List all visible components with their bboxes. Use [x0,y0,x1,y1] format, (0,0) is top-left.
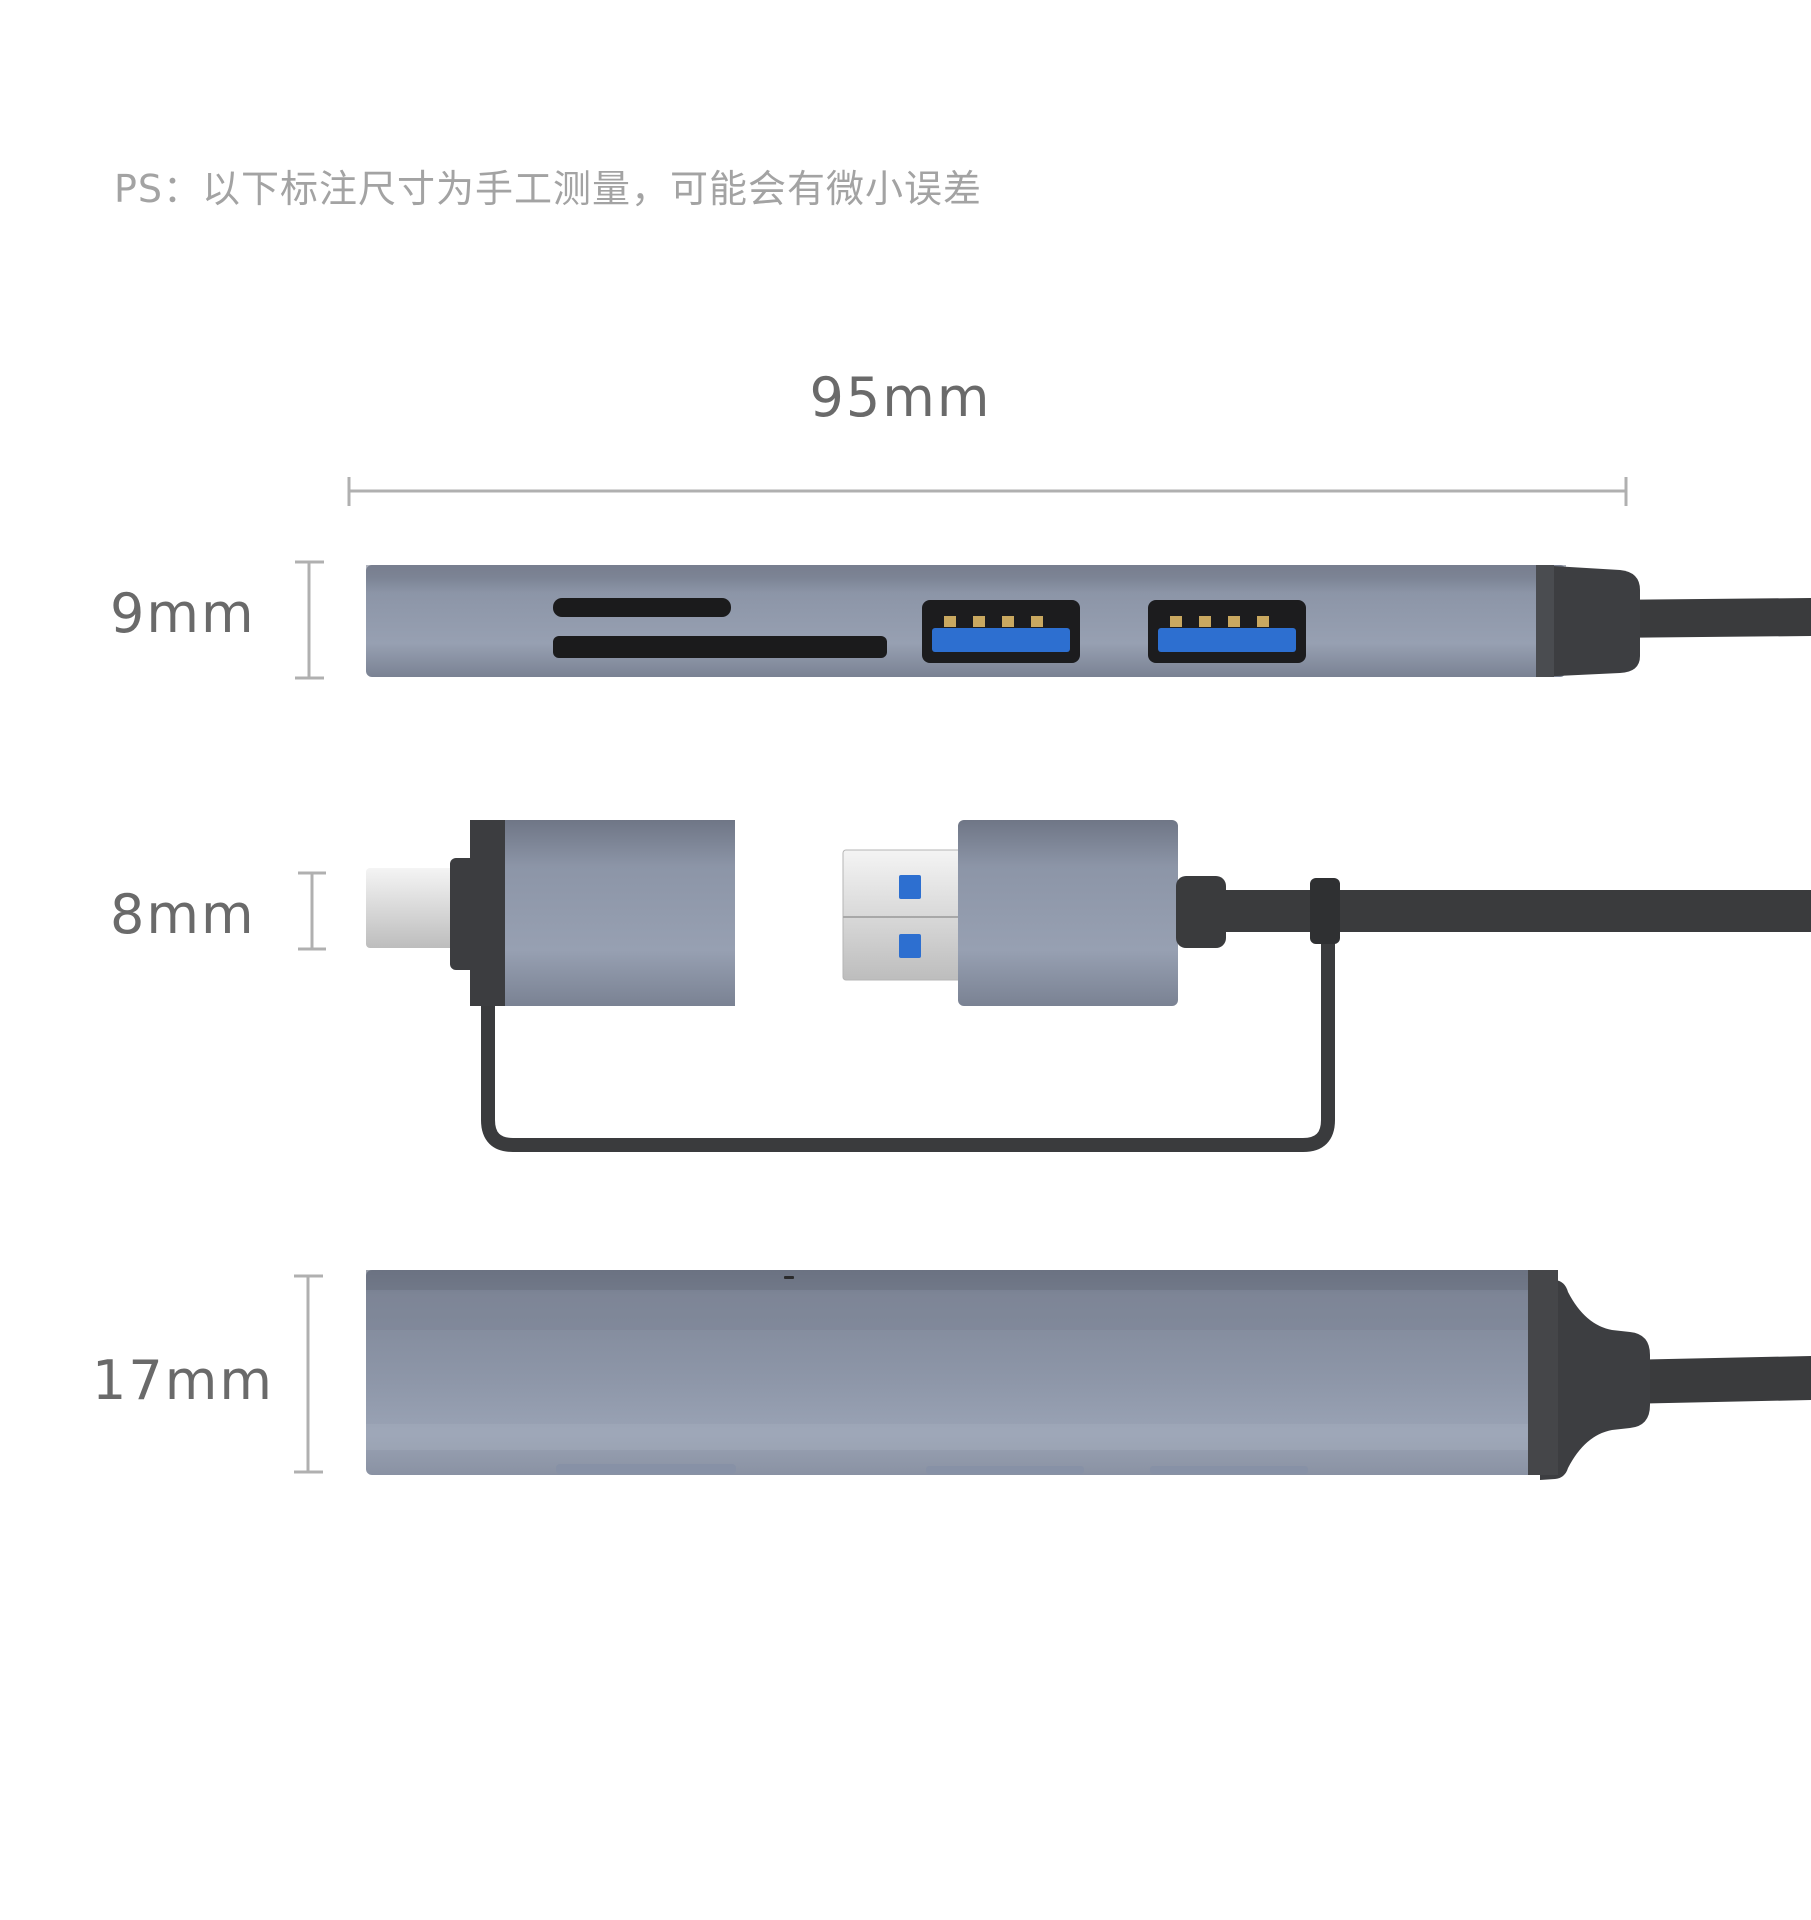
width-bracket-icon [294,1274,323,1474]
connector-bracket-icon [298,871,326,951]
hub-side-view [366,565,1811,677]
length-dimension-label: 95mm [809,366,992,429]
horizontal-dimension-line-icon [347,477,1628,506]
thickness-bracket-icon [295,560,324,680]
width-dimension-label: 17mm [92,1349,274,1412]
tf-card-slot-icon [553,598,731,617]
usb-port-icon [922,600,1080,663]
usb-a-plug-icon [842,849,964,981]
thickness-dimension-label: 9mm [110,582,256,645]
disclaimer-note: PS：以下标注尺寸为手工测量，可能会有微小误差 [114,167,983,211]
hub-top-view [366,1270,1811,1480]
connector-adapters [366,820,1811,1152]
sd-card-slot-icon [553,636,887,658]
connector-dimension-label: 8mm [110,883,256,946]
usb-port-icon [1148,600,1306,663]
type-c-plug-icon [366,868,462,948]
